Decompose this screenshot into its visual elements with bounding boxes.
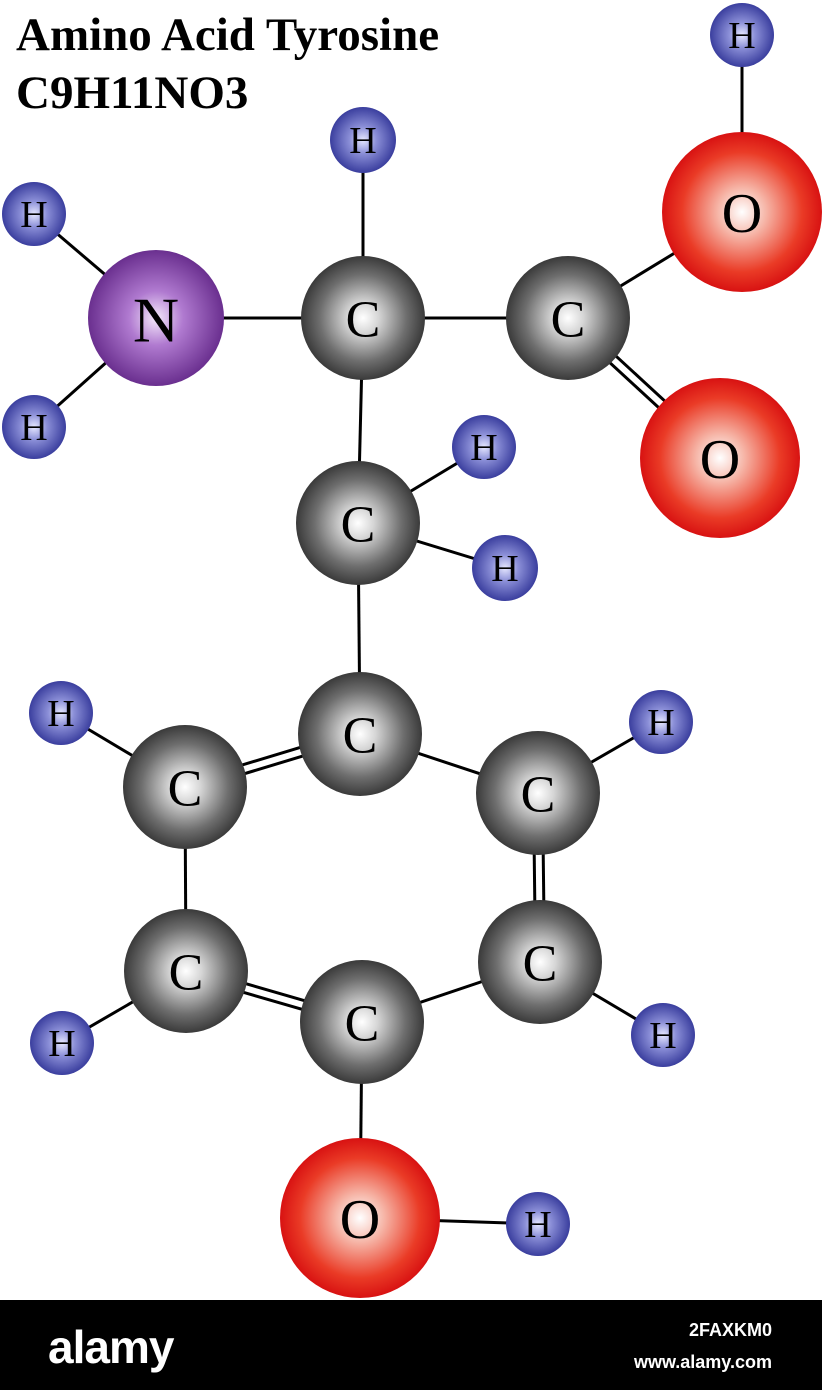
atom-sphere — [640, 378, 800, 538]
hydrogen-atom-h-ring-right-bottom: H — [631, 1003, 695, 1067]
atom-label: O — [700, 429, 740, 491]
carbon-atom-c-carboxyl: C — [506, 256, 630, 380]
atom-label: C — [168, 761, 203, 818]
atom-sphere — [301, 256, 425, 380]
hydrogen-atom-h-phenol: H — [506, 1192, 570, 1256]
carbon-atom-c-ring-left-top: C — [123, 725, 247, 849]
atom-sphere — [478, 900, 602, 1024]
atom-label: C — [346, 292, 381, 349]
carbon-atom-c-ring-top: C — [298, 672, 422, 796]
nitrogen-atom-n-amine: N — [88, 250, 224, 386]
atom-sphere — [476, 731, 600, 855]
atom-label: H — [47, 693, 74, 735]
stock-id: 2FAXKM0 — [688, 1320, 772, 1340]
atom-label: H — [728, 15, 755, 57]
oxygen-atom-o-hydroxyl-carboxyl: O — [662, 132, 822, 292]
oxygen-atom-o-phenol: O — [280, 1138, 440, 1298]
atom-label: C — [169, 945, 204, 1002]
atom-sphere — [2, 182, 66, 246]
watermark-footer: alamy 2FAXKM0 www.alamy.com — [0, 1300, 822, 1390]
atom-label: H — [20, 194, 47, 236]
hydrogen-atom-h-amine-top: H — [2, 182, 66, 246]
hydrogen-atom-h-amine-bottom: H — [2, 395, 66, 459]
atom-sphere — [452, 415, 516, 479]
hydrogen-atom-h-ring-left-bottom: H — [30, 1011, 94, 1075]
chemical-formula: C9H11NO3 — [16, 67, 249, 119]
atom-sphere — [30, 1011, 94, 1075]
hydrogen-atom-h-beta-1: H — [452, 415, 516, 479]
site-url: www.alamy.com — [633, 1352, 772, 1372]
atom-label: C — [523, 936, 558, 993]
atom-sphere — [629, 690, 693, 754]
carbon-atom-c-beta: C — [296, 461, 420, 585]
atom-label: H — [349, 120, 376, 162]
diagram-title: Amino Acid Tyrosine — [16, 9, 440, 61]
atom-label: C — [345, 996, 380, 1053]
atom-label: C — [521, 767, 556, 824]
atom-sphere — [29, 681, 93, 745]
atom-sphere — [710, 3, 774, 67]
molecule-diagram: Amino Acid Tyrosine C9H11NO3 — [2, 3, 822, 1298]
atom-label: H — [524, 1204, 551, 1246]
atom-sphere — [88, 250, 224, 386]
hydrogen-atom-h-ring-left-top: H — [29, 681, 93, 745]
atom-sphere — [298, 672, 422, 796]
carbon-atom-c-ring-bottom: C — [300, 960, 424, 1084]
atom-sphere — [631, 1003, 695, 1067]
atom-sphere — [330, 107, 396, 173]
atom-label: H — [20, 407, 47, 449]
oxygen-atom-o-carbonyl: O — [640, 378, 800, 538]
atom-label: O — [722, 183, 762, 245]
atom-label: H — [48, 1023, 75, 1065]
atom-sphere — [2, 395, 66, 459]
atom-label: O — [340, 1189, 380, 1251]
carbon-atom-c-alpha: C — [301, 256, 425, 380]
atom-label: N — [133, 285, 179, 356]
atom-sphere — [300, 960, 424, 1084]
carbon-atom-c-ring-right-bottom: C — [478, 900, 602, 1024]
atom-label: C — [343, 708, 378, 765]
atom-sphere — [280, 1138, 440, 1298]
atoms-group: H O H H N C C H O H C H C H C H C C C H H C O H — [2, 3, 822, 1298]
hydrogen-atom-h-ring-right-top: H — [629, 690, 693, 754]
atom-label: C — [341, 497, 376, 554]
hydrogen-atom-h-alpha: H — [330, 107, 396, 173]
atom-sphere — [506, 1192, 570, 1256]
atom-label: H — [470, 427, 497, 469]
hydrogen-atom-h-top-right: H — [710, 3, 774, 67]
hydrogen-atom-h-beta-2: H — [472, 535, 538, 601]
atom-sphere — [506, 256, 630, 380]
atom-sphere — [662, 132, 822, 292]
brand-logo: alamy — [48, 1321, 174, 1373]
atom-sphere — [296, 461, 420, 585]
atom-label: C — [551, 292, 586, 349]
atom-label: H — [649, 1015, 676, 1057]
carbon-atom-c-ring-right-top: C — [476, 731, 600, 855]
atom-sphere — [124, 909, 248, 1033]
atom-label: H — [647, 702, 674, 744]
atom-sphere — [123, 725, 247, 849]
atom-label: H — [491, 548, 518, 590]
carbon-atom-c-ring-left-bottom: C — [124, 909, 248, 1033]
molecule-structure: H O H H N C C H O H C H C H C H C C C H H C O H — [2, 3, 822, 1298]
atom-sphere — [472, 535, 538, 601]
